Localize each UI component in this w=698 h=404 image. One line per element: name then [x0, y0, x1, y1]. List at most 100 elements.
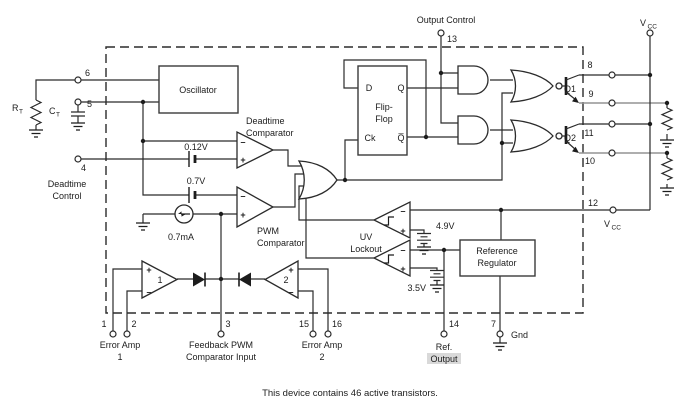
vcc-top-label: V	[640, 18, 646, 28]
wire-error-amp2	[298, 268, 329, 334]
pin15-terminal	[309, 330, 317, 338]
nor-bottom-bubble	[555, 132, 563, 140]
pin16-terminal	[324, 330, 332, 338]
flipflop-q: Q	[397, 83, 404, 93]
deadtime-control-label-1: Deadtime	[48, 179, 87, 189]
pin14-terminal	[440, 330, 448, 338]
battery-3v5	[430, 269, 444, 282]
uv-lockout-label-1: UV	[360, 232, 373, 242]
reference-regulator-block	[459, 239, 536, 277]
pin6-number: 6	[85, 68, 90, 78]
oscillator-label: Oscillator	[179, 85, 217, 95]
feedback-label-2: Comparator Input	[186, 352, 257, 362]
pin16-number: 16	[332, 319, 342, 329]
ic-boundary	[105, 46, 584, 314]
ground-rt	[29, 129, 43, 138]
pin8-terminal	[608, 71, 616, 79]
pin4-terminal	[74, 155, 82, 163]
error-amp-1	[141, 259, 179, 300]
pin7-terminal	[496, 330, 504, 338]
capacitor-ct	[71, 111, 85, 117]
hysteresis-icon-low	[384, 254, 394, 264]
ref-output-label-2: Output	[430, 354, 458, 364]
and-gate-top	[457, 65, 489, 95]
pin6-terminal	[74, 76, 82, 84]
ground-resistor2	[660, 187, 674, 196]
pin11-number: 11	[584, 128, 593, 138]
uv-ref-high-value: 4.9V	[436, 221, 455, 231]
uv-low-minus: –	[400, 245, 405, 255]
flipflop-ck: Ck	[365, 133, 376, 143]
battery-pwm-offset	[188, 187, 197, 203]
ground-symbols	[29, 122, 674, 351]
wire-pins9-10	[579, 102, 667, 154]
hysteresis-icon-high	[384, 216, 394, 226]
pin12-terminal	[609, 206, 617, 214]
current-source	[174, 204, 194, 224]
nor-gate-top	[509, 69, 554, 103]
pin2-number: 2	[131, 319, 136, 329]
resistor-rt	[29, 99, 43, 126]
deadtime-comparator	[236, 130, 275, 170]
wire-error-amp1	[112, 268, 265, 334]
ref-output-highlight	[427, 353, 461, 364]
ref-regulator-label-2: Regulator	[477, 258, 516, 268]
q1-label: Q1	[564, 84, 576, 94]
wire-pins8-11	[579, 74, 650, 125]
pin2-terminal	[123, 330, 131, 338]
and-gate-bottom	[457, 115, 489, 145]
gnd-label: Gnd	[511, 330, 528, 340]
flipflop-label-1: Flip-	[375, 102, 393, 112]
caption: This device contains 46 active transisto…	[262, 388, 438, 399]
uv-comparator-low	[372, 238, 411, 278]
pin10-terminal	[608, 149, 616, 157]
pwm-minus: –	[240, 191, 245, 201]
error-amp2-label-1: Error Amp	[302, 340, 343, 350]
ct-label-sub: T	[56, 112, 60, 119]
wire-gates	[490, 79, 566, 137]
transistor-q1	[564, 74, 580, 103]
wire-ref-regulator	[499, 210, 502, 343]
vcc-pin12-label-sub: CC	[612, 225, 622, 232]
pin8-number: 8	[587, 60, 592, 70]
rt-label-sub: T	[19, 109, 23, 116]
flipflop-block	[357, 65, 408, 156]
oscillator-block	[158, 65, 239, 114]
battery-deadtime-offset	[188, 151, 197, 167]
error-amp1-label-2: 1	[117, 352, 122, 362]
ea2-minus: –	[288, 287, 293, 297]
error-amp1-label-1: Error Amp	[100, 340, 141, 350]
junction-dots	[140, 70, 670, 282]
resistor-q2-emitter	[660, 157, 674, 181]
ground-3v5	[430, 284, 444, 293]
pin12-number: 12	[588, 198, 598, 208]
pin13-number: 13	[447, 34, 457, 44]
current-source-value: 0.7mA	[168, 232, 194, 242]
vcc-top-terminal	[646, 29, 654, 37]
flipflop-d: D	[366, 83, 373, 93]
deadtime-comp-label-1: Deadtime	[246, 116, 285, 126]
pwm-offset-value: 0.7V	[187, 176, 206, 186]
uv-lockout-label-2: Lockout	[350, 244, 382, 254]
pin9-terminal	[608, 99, 616, 107]
vcc-pin12-label: V	[604, 219, 610, 229]
error-amp2-number: 2	[283, 275, 288, 285]
q2-label: Q2	[564, 133, 576, 143]
nor-gate-bottom	[509, 119, 554, 153]
deadtime-comp-label-2: Comparator	[246, 128, 294, 138]
ref-output-label-1: Ref.	[436, 342, 453, 352]
flipflop-qbar: Q̅	[397, 133, 404, 143]
wire-pin6-rt	[35, 79, 159, 130]
ground-ct	[71, 122, 85, 131]
pwm-plus: +	[240, 210, 245, 220]
pin14-number: 14	[449, 319, 459, 329]
ground-resistor1	[660, 139, 674, 148]
transistor-q2	[564, 123, 580, 153]
error-amp-2	[263, 259, 299, 300]
pin7-number: 7	[491, 319, 496, 329]
ground-4v9	[417, 246, 431, 255]
resistor-q1-emitter	[660, 107, 674, 131]
wire-flipflop	[343, 59, 458, 138]
deadtime-offset-value: 0.12V	[184, 142, 208, 152]
